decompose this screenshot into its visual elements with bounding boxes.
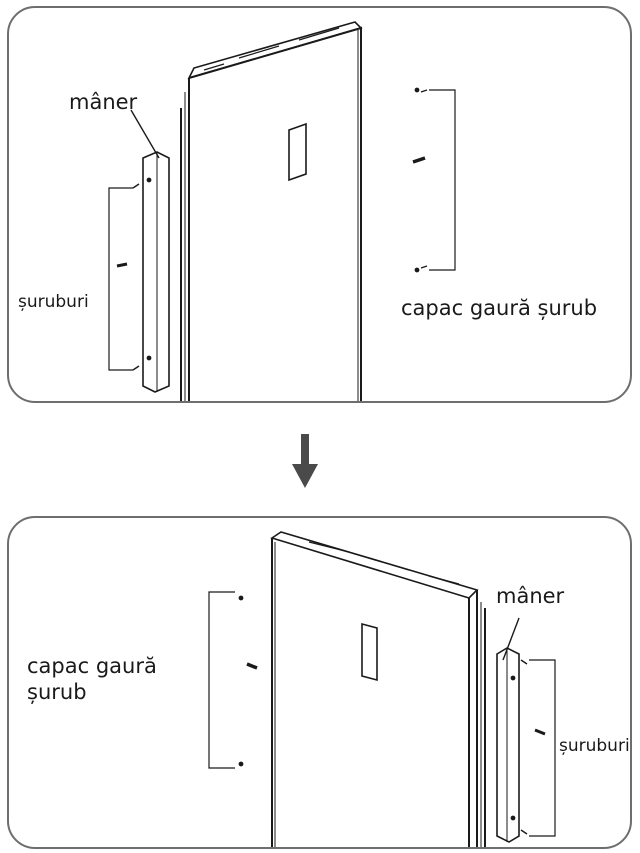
door-front — [271, 538, 470, 847]
door-window — [288, 122, 307, 182]
arrow-down-icon — [292, 434, 318, 488]
screw-cap-label-line1: capac gaură — [27, 654, 157, 678]
screws-label: șuruburi — [18, 292, 89, 312]
screw-cap-label: capac gaură șurub — [401, 296, 598, 320]
door-illustration-before — [108, 21, 456, 401]
screws-label: șuruburi — [559, 736, 630, 756]
door-top-edge — [270, 531, 479, 599]
screw-cap-label-line2: șurub — [27, 680, 87, 704]
handle-label: mâner — [496, 584, 565, 608]
handle-shape — [142, 151, 170, 393]
handle-label: mâner — [69, 90, 138, 114]
panel-after: mâner capac gaură șurub șuruburi — [7, 516, 632, 849]
handle-shape — [496, 647, 520, 843]
door-front — [188, 26, 362, 401]
door-illustration-after — [208, 531, 556, 847]
door-window — [361, 622, 378, 682]
panel-before: mâner șuruburi capac gaură șurub — [7, 6, 632, 403]
